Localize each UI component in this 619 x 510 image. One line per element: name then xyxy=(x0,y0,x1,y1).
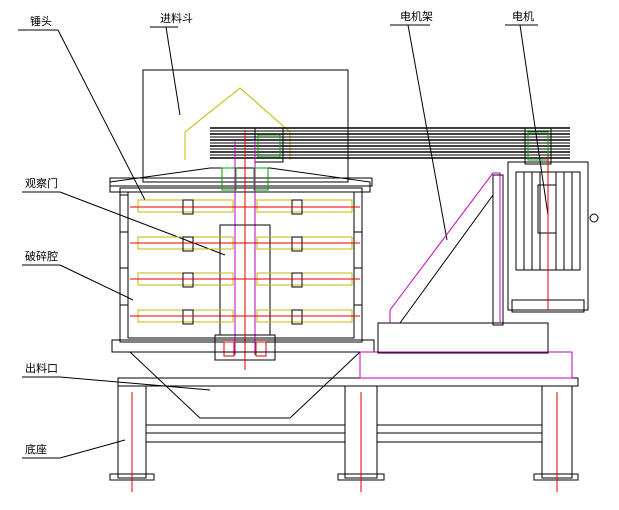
label-motor-frame: 电机架 xyxy=(400,9,433,23)
label-base: 底座 xyxy=(25,442,47,456)
discharge-cone xyxy=(111,339,375,419)
crusher-body xyxy=(109,167,373,343)
label-crushing-chamber: 破碎腔 xyxy=(25,249,58,263)
label-motor: 电机 xyxy=(512,9,534,23)
motor-frame xyxy=(377,172,549,354)
belt-drive xyxy=(210,127,570,165)
motor xyxy=(507,155,599,313)
label-hammer-head: 锤头 xyxy=(30,14,52,28)
rotor-shaft xyxy=(214,130,276,370)
label-inspection-door: 观察门 xyxy=(25,176,58,190)
base-frame xyxy=(109,351,579,492)
label-discharge-port: 出料口 xyxy=(25,361,58,375)
label-hopper: 进料斗 xyxy=(160,11,193,25)
leader-lines xyxy=(18,24,549,459)
labels: 锤头 进料斗 电机架 电机 观察门 破碎腔 出料口 底座 xyxy=(25,9,534,456)
hammers xyxy=(130,199,360,325)
